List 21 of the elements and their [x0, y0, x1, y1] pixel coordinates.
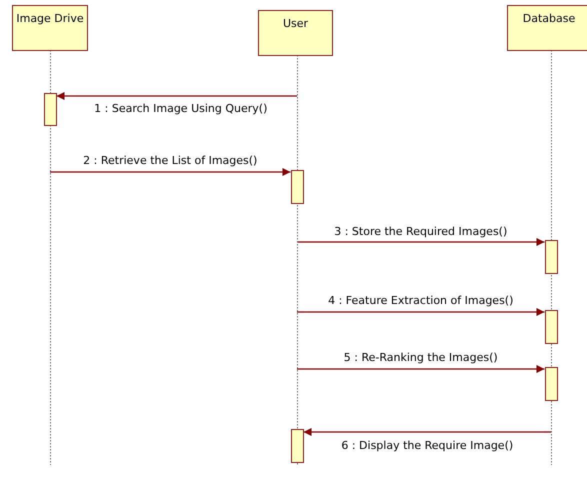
message-arrow [56, 92, 297, 100]
message-arrow [304, 428, 551, 436]
message-arrow [50, 168, 290, 176]
activation-bar [544, 367, 558, 401]
edge-label: 2 : Retrieve the List of Images() [83, 154, 258, 167]
edge-label: 1 : Search Image Using Query() [94, 102, 268, 115]
activation-bar [44, 93, 56, 126]
activation-bar [544, 310, 558, 344]
edge-label: 3 : Store the Required Images() [334, 225, 508, 238]
activation-bar [290, 170, 304, 204]
edge-label: 6 : Display the Require Image() [341, 439, 514, 452]
message-arrow [297, 308, 544, 316]
activation-bar [544, 240, 558, 274]
message-arrow [297, 365, 544, 373]
message-arrow [297, 238, 544, 246]
lifeline-head: Database [507, 5, 587, 51]
lifeline-head: Image Drive [12, 5, 88, 51]
activation-bar [290, 429, 304, 463]
edge-label: 4 : Feature Extraction of Images() [328, 294, 514, 307]
edge-label: 5 : Re-Ranking the Images() [344, 351, 498, 364]
lifeline-head: User [258, 10, 333, 56]
